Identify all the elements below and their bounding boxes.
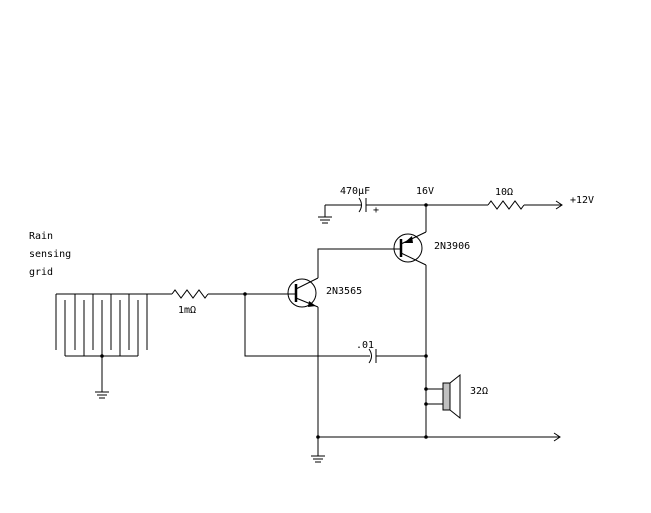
transistor-2n3906 xyxy=(392,231,427,266)
grid-ground-symbol xyxy=(95,391,109,399)
label-cap-plus: + xyxy=(373,205,379,216)
wire-npn-collector-to-pnp-base xyxy=(317,248,392,278)
label-rain: Rain xyxy=(29,231,53,242)
label-grid: grid xyxy=(29,267,53,278)
label-2n3565: 2N3565 xyxy=(326,286,362,297)
label-supply-12v: +12V xyxy=(570,195,594,206)
speaker-symbol xyxy=(442,373,461,420)
wire-base-to-cap xyxy=(244,294,367,357)
label-cap-01: .01 xyxy=(356,340,374,351)
label-sensing: sensing xyxy=(29,249,71,260)
junction-speaker-bottom xyxy=(424,402,428,406)
resistor-1m-symbol xyxy=(171,289,209,299)
label-resistor-1m: 1mΩ xyxy=(178,305,196,316)
emitter-ground-symbol xyxy=(311,455,325,463)
junction-16v xyxy=(424,203,428,207)
capacitor-01 xyxy=(368,348,377,364)
junction-bottom-right xyxy=(424,435,428,439)
rain-sensing-grid xyxy=(55,293,148,392)
junction-cap01 xyxy=(424,354,428,358)
bottom-rail-arrow xyxy=(553,432,561,442)
label-resistor-10: 10Ω xyxy=(495,187,513,198)
transistor-2n3565 xyxy=(287,277,319,308)
label-2n3906: 2N3906 xyxy=(434,241,470,252)
label-16v: 16V xyxy=(416,186,434,197)
resistor-10-symbol xyxy=(487,200,525,210)
junction-speaker-top xyxy=(424,387,428,391)
label-cap-470uf: 470µF xyxy=(340,186,370,197)
label-speaker-32: 32Ω xyxy=(470,386,488,397)
cap-ground-symbol xyxy=(318,205,332,224)
junction-bottom-left xyxy=(316,435,320,439)
supply-arrow xyxy=(555,200,563,210)
